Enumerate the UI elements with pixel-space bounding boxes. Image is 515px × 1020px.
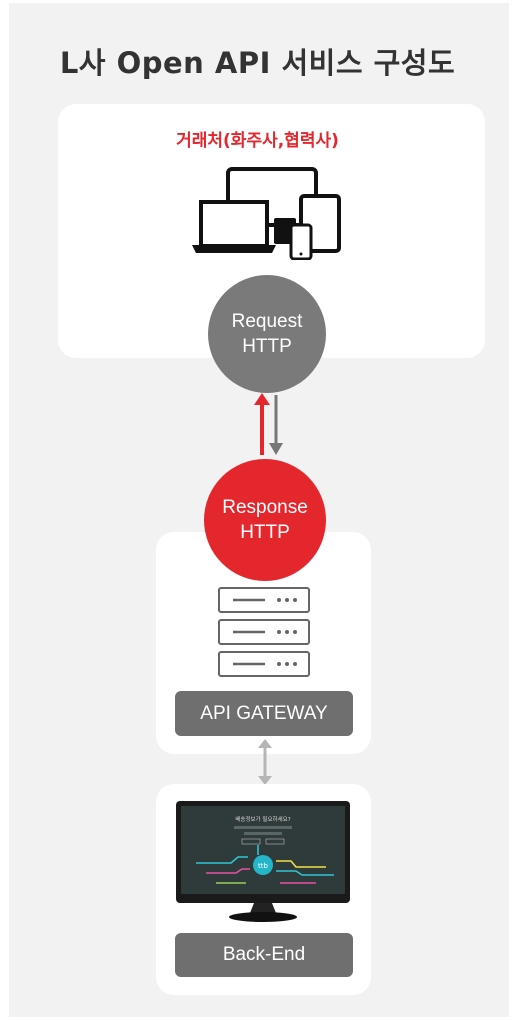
monitor-icon: ttb 배송정보가 필요하세요? (176, 801, 350, 922)
request-http-circle: Request HTTP (208, 275, 326, 393)
arrow-up-icon (254, 393, 270, 405)
page-title: L사 Open API 서비스 구성도 (59, 46, 456, 80)
screen-title: 배송정보가 필요하세요? (235, 815, 290, 823)
devices-icon (192, 167, 341, 260)
screen-logo: ttb (258, 862, 268, 870)
request-protocol: HTTP (242, 336, 292, 357)
bidirectional-arrow-icon (258, 739, 272, 785)
backend-label: Back-End (175, 933, 353, 977)
response-http-circle: Response HTTP (204, 459, 326, 581)
response-protocol: HTTP (240, 522, 290, 543)
response-label: Response (222, 497, 308, 518)
server-rack-icon (218, 587, 310, 677)
api-gateway-label: API GATEWAY (175, 691, 353, 736)
request-label: Request (231, 311, 303, 332)
request-response-arrows (254, 393, 283, 455)
client-label: 거래처(화주사,협력사) (176, 131, 339, 151)
arrow-down-icon (269, 443, 283, 455)
